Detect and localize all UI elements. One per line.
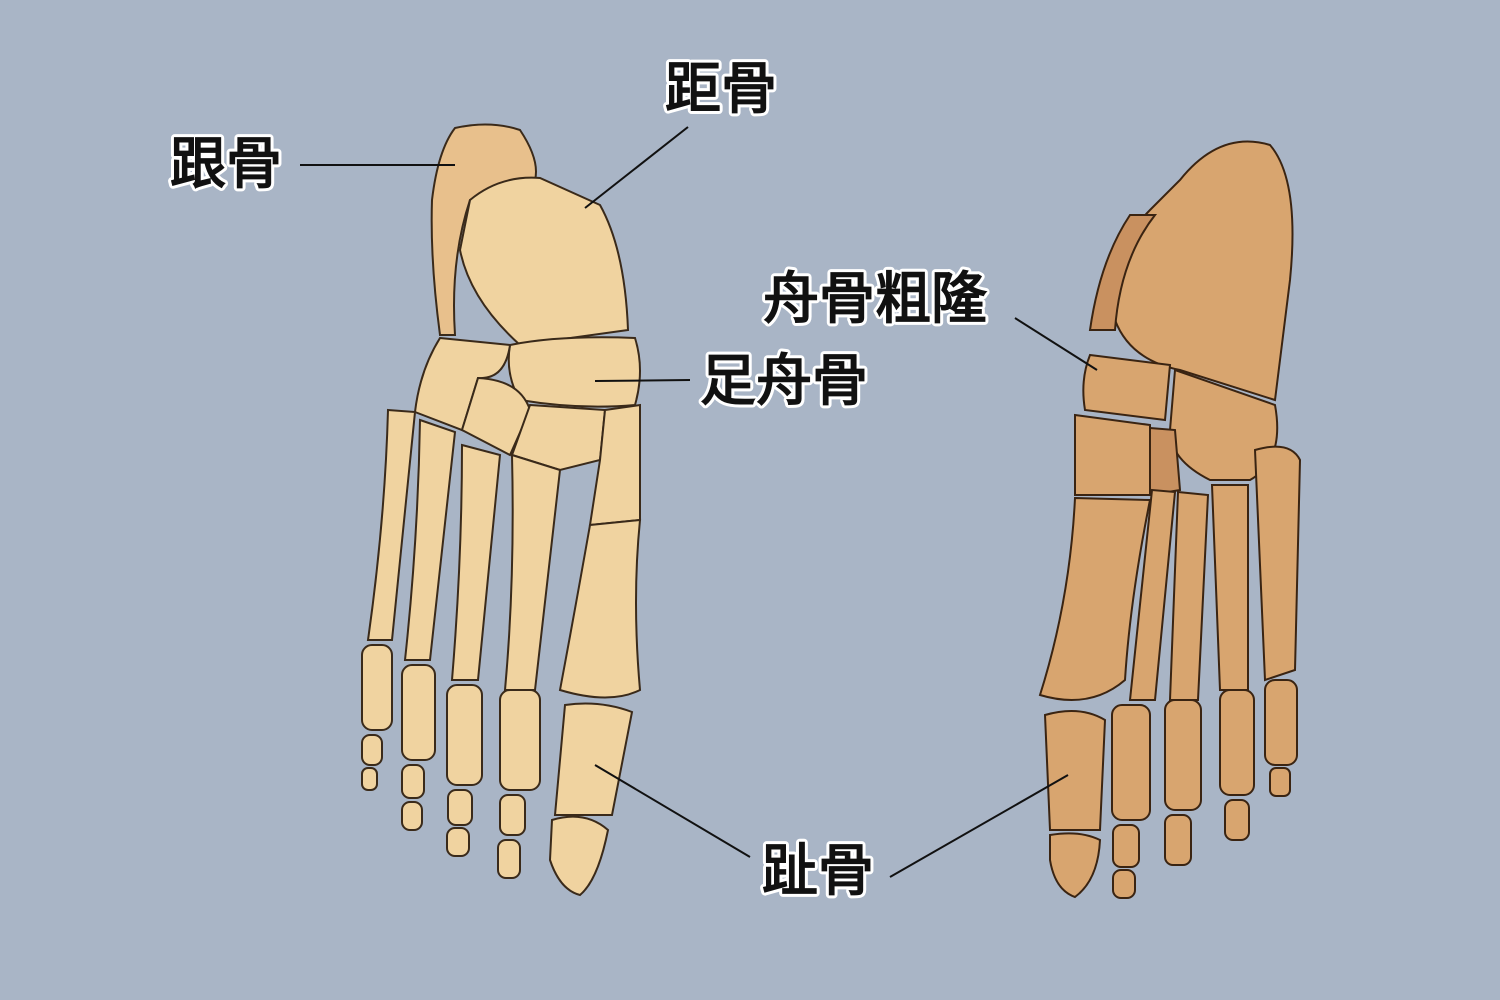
phalanx-bone <box>548 815 610 897</box>
left-foot-skeleton <box>361 123 642 897</box>
talus-bone <box>458 176 630 347</box>
phalanges-leader-line-right <box>889 774 1069 878</box>
phalanges-label: 趾骨 <box>762 839 874 904</box>
talus-label: 距骨 <box>665 57 777 122</box>
phalanx-bone <box>1043 679 1298 899</box>
metatarsal-bone <box>1210 484 1249 691</box>
metatarsal-bone <box>503 453 562 691</box>
cuneiform-bone <box>510 403 607 472</box>
metatarsal-bone <box>1253 445 1302 682</box>
phalanges-leader-line-left <box>594 764 751 858</box>
metatarsal-bone <box>450 443 502 681</box>
metatarsal-bone <box>1168 490 1210 701</box>
navicular-label: 足舟骨 <box>700 349 868 414</box>
calcaneus-label: 跟骨 <box>170 132 282 197</box>
right-foot-skeleton <box>1038 140 1302 899</box>
navicular-tuberosity-label: 舟骨粗隆 <box>763 267 988 332</box>
navicular-bone <box>507 336 641 408</box>
navicular-tuberosity-leader-line <box>1014 317 1098 371</box>
talus-leader-line <box>584 126 689 209</box>
calcaneus-bone <box>430 123 537 336</box>
metatarsal-bone <box>403 418 457 661</box>
cuneiform-bone <box>1074 413 1151 496</box>
navicular-bone <box>1082 353 1172 422</box>
navicular-leader-line <box>594 379 691 382</box>
phalanx-bone <box>553 702 634 816</box>
metatarsal-bone <box>1128 488 1177 701</box>
metatarsal-bone <box>366 408 417 641</box>
metatarsal-bone <box>558 518 642 699</box>
talus-bone <box>1088 214 1158 331</box>
metatarsal-bone <box>1038 496 1152 701</box>
cuneiform-bone <box>1149 426 1182 497</box>
phalanx-bone <box>361 644 541 879</box>
